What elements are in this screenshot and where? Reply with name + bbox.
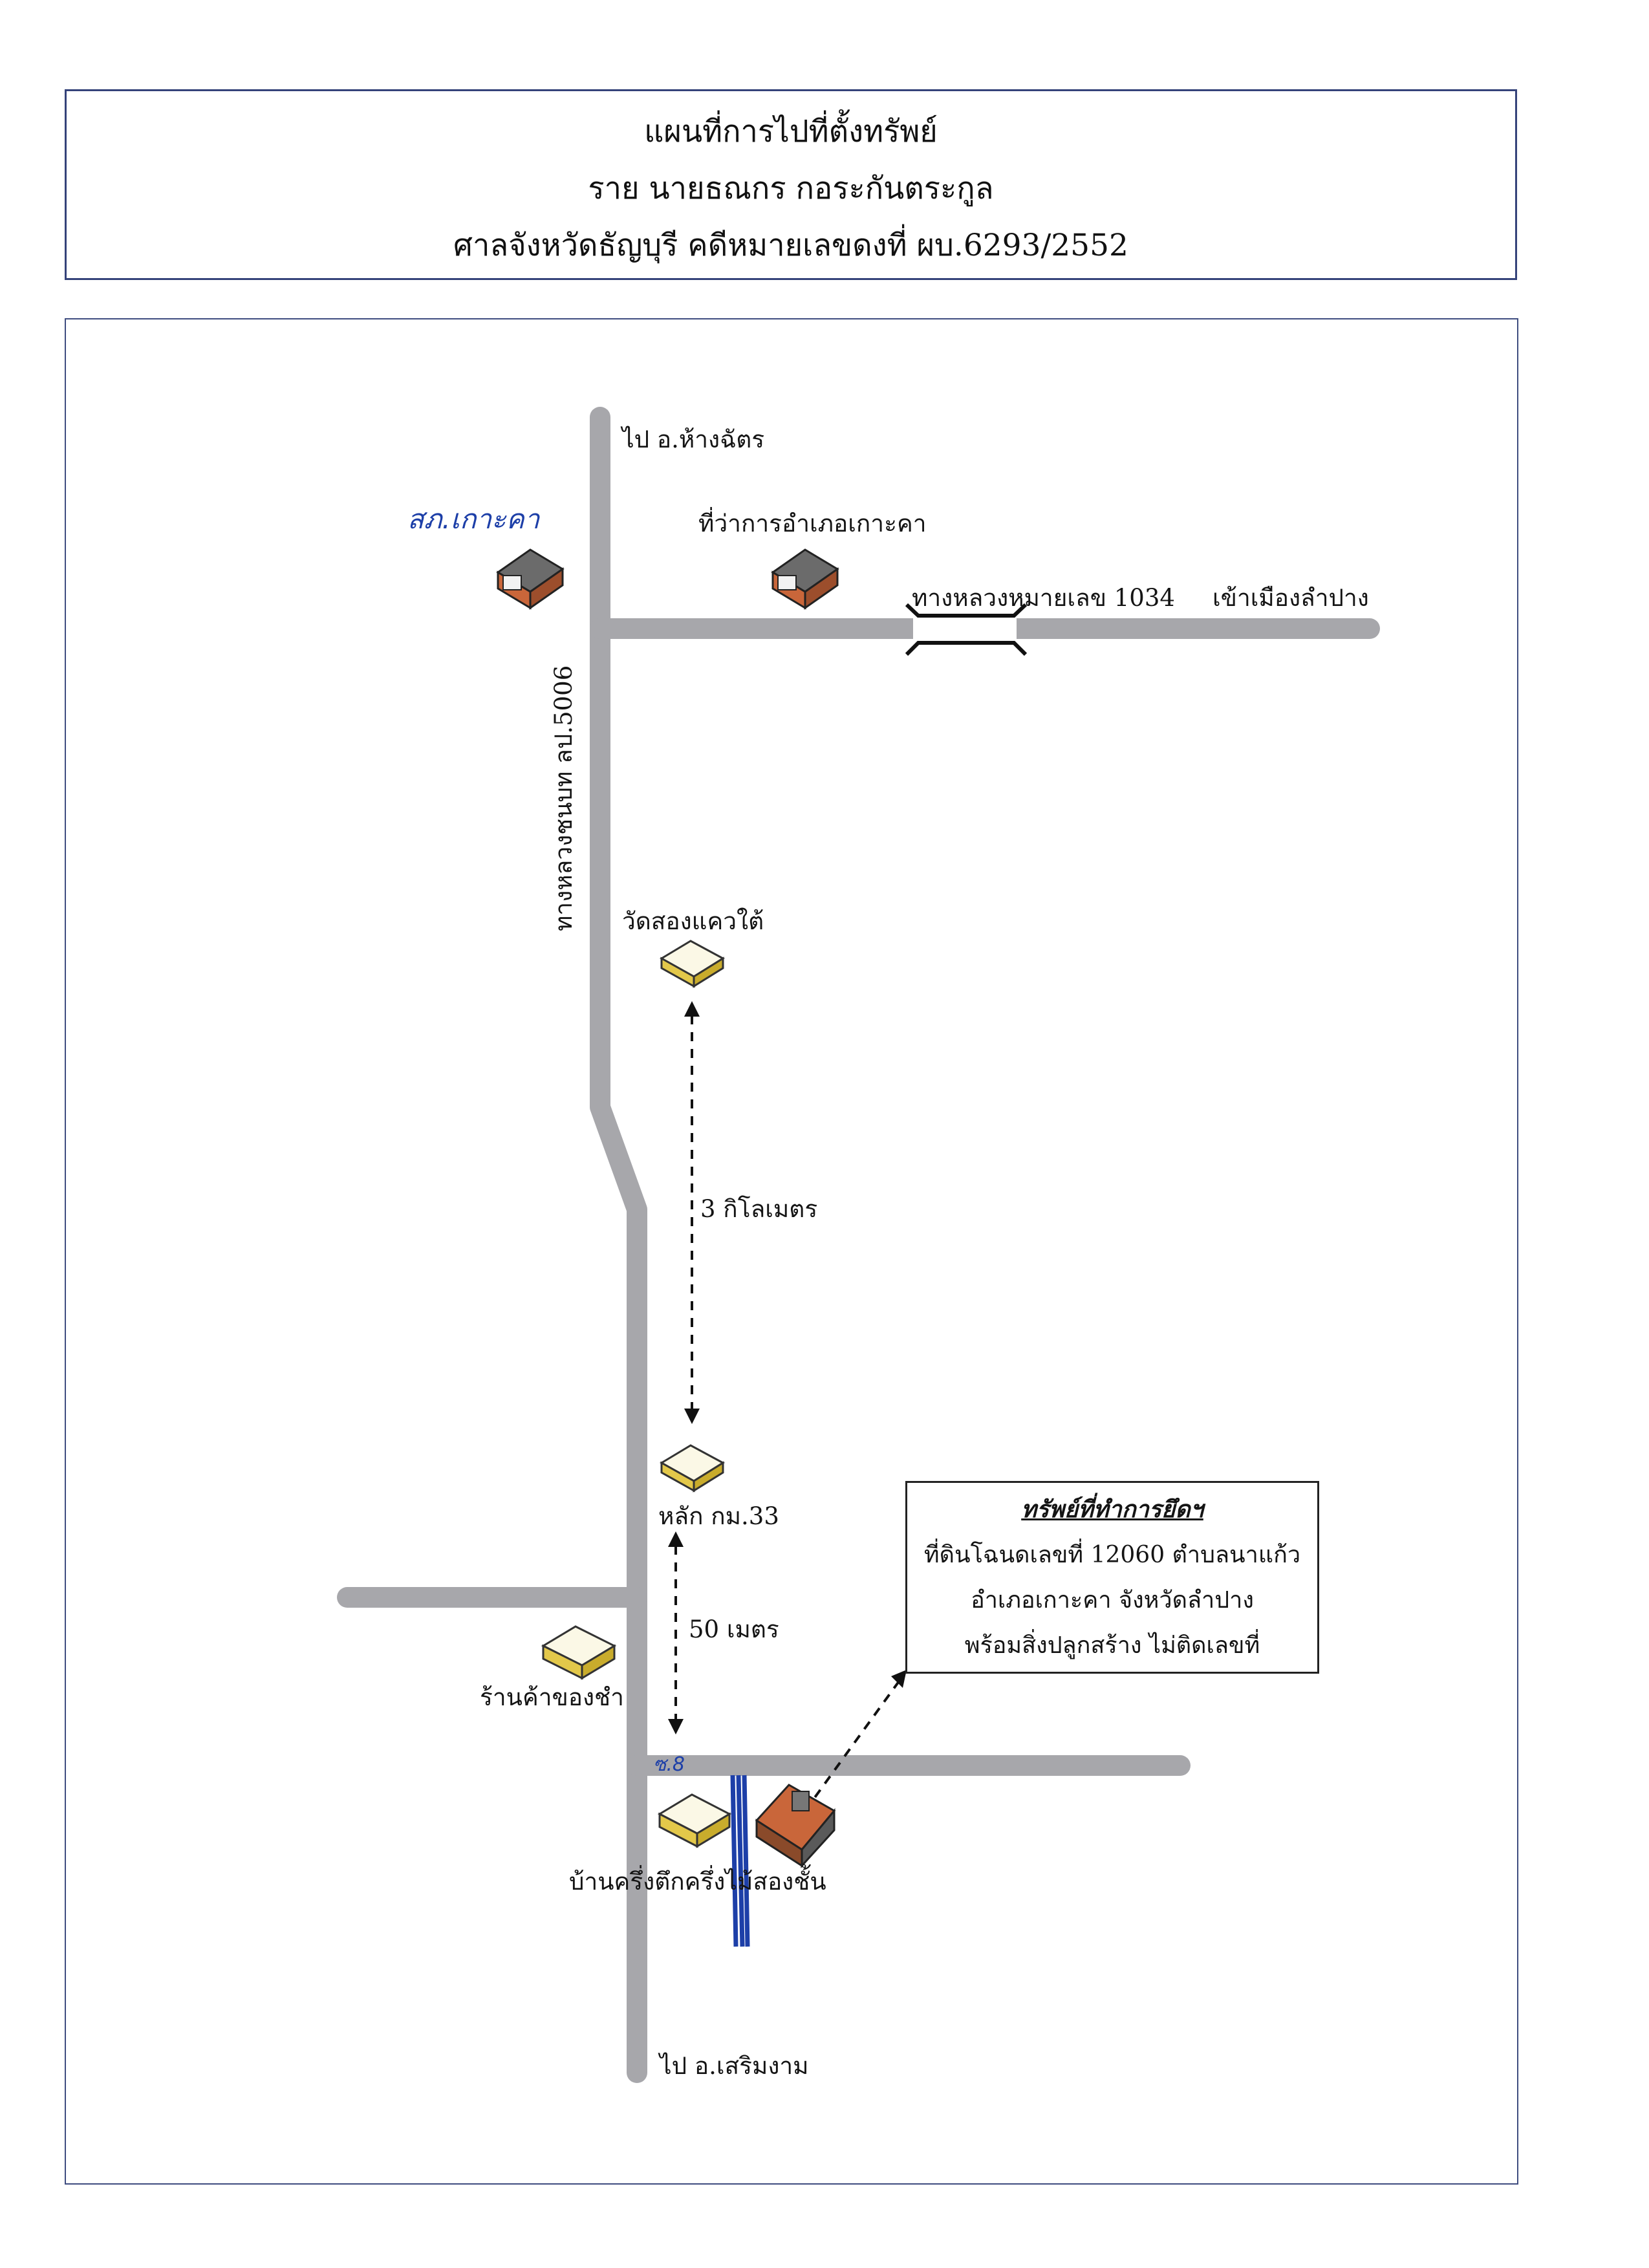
- owner-name: ราย นายธณกร กอระกันตระกูล: [588, 171, 994, 206]
- label-distance-3km: 3 กิโลเมตร: [700, 1195, 818, 1223]
- landmark-cube-icon: [660, 940, 725, 988]
- handwritten-river-mark: [730, 1775, 750, 1947]
- main-road-lp5006: [590, 407, 647, 2083]
- bridge-icon: [905, 603, 1028, 656]
- building-icon: [771, 548, 839, 610]
- handwritten-police-station: สภ.เกาะคา: [407, 503, 540, 535]
- property-title: ทรัพย์ที่ทำการยึดฯ: [1021, 1496, 1203, 1523]
- label-rural-road: ทางหลวงชนบท ลป.5006: [550, 665, 577, 931]
- property-info-box: ทรัพย์ที่ทำการยึดฯ ที่ดินโฉนดเลขที่ 1206…: [905, 1481, 1319, 1674]
- house-icon: [755, 1784, 836, 1868]
- arrow-property: [804, 1680, 900, 1812]
- label-shop: ร้านค้าของชำ: [480, 1683, 624, 1711]
- map-title: แผนที่การไปที่ตั้งทรัพย์: [644, 114, 938, 149]
- landmark-cube-icon: [541, 1625, 617, 1680]
- landmark-cube-icon: [657, 1793, 732, 1848]
- label-highway-1034: ทางหลวงหมายเลข 1034: [912, 584, 1175, 612]
- label-to-soem-ngam: ไป อ.เสริมงาม: [660, 2052, 809, 2080]
- landmark-cube-icon: [660, 1444, 725, 1493]
- label-to-lampang: เข้าเมืองลำปาง: [1212, 584, 1369, 612]
- label-km33: หลัก กม.33: [658, 1502, 779, 1530]
- label-district-office: ที่ว่าการอำเภอเกาะคา: [698, 510, 927, 537]
- label-to-hang-chat: ไป อ.ห้างฉัตร: [622, 426, 765, 453]
- property-deed-line: ที่ดินโฉนดเลขที่ 12060 ตำบลนาแก้ว: [923, 1542, 1301, 1568]
- map-frame: [65, 318, 1518, 2185]
- label-distance-50m: 50 เมตร: [689, 1615, 779, 1643]
- map-header-box: แผนที่การไปที่ตั้งทรัพย์ ราย นายธณกร กอร…: [65, 89, 1517, 280]
- court-case: ศาลจังหวัดธัญบุรี คดีหมายเลขดงที่ ผบ.629…: [453, 228, 1128, 263]
- label-house: บ้านครึ่งตึกครึ่งไม้สองชั้น: [569, 1868, 826, 1895]
- property-location-line: อำเภอเกาะคา จังหวัดลำปาง: [971, 1587, 1254, 1614]
- handwritten-soi-8: ซ.8: [653, 1753, 685, 1776]
- label-wat: วัดสองแควใต้: [622, 907, 764, 935]
- property-structure-line: พร้อมสิ่งปลูกสร้าง ไม่ติดเลขที่: [964, 1632, 1260, 1659]
- building-icon: [496, 548, 565, 610]
